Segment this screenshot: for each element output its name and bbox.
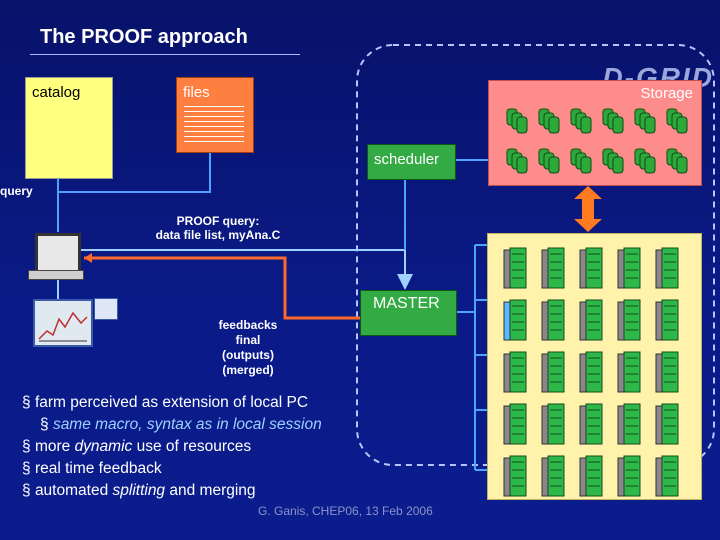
server-icon [503,403,527,445]
disk-stack-icon [570,108,592,134]
disk-stack-icon [666,108,688,134]
title-underline [30,54,300,55]
plot-icon [38,311,88,342]
files-box: files [176,77,254,153]
feedbacks-text: feedbacks [218,318,278,332]
server-icon [503,247,527,289]
slide-footer: G. Ganis, CHEP06, 13 Feb 2006 [258,504,433,518]
server-icon [503,299,527,341]
disk-stack-icon [570,148,592,174]
files-query-line [58,152,211,193]
feedback-arrowhead [84,253,92,263]
feedback-label: feedbacks final (outputs) (merged) [200,318,296,378]
server-icon [579,351,603,393]
slide-title: The PROOF approach [40,26,248,48]
server-icon [655,403,679,445]
disk-stack-icon [506,108,528,134]
server-icon [617,403,641,445]
server-icon [617,299,641,341]
farm-servers [503,247,679,497]
scheduler-label: scheduler [374,151,440,168]
disk-stack-icon [538,108,560,134]
server-icon [579,247,603,289]
bullet-subitem: § same macro, syntax as in local session [40,416,322,433]
laptop-master-line [76,249,413,290]
final-text: final [235,333,261,347]
server-icon [579,455,603,497]
server-icon [579,403,603,445]
storage-label: Storage [640,85,693,102]
server-icon [541,403,565,445]
bullet-item: § real time feedback [22,460,162,477]
server-icon [617,351,641,393]
server-icon [617,455,641,497]
proof-query-line2: data file list, myAna.C [155,228,281,242]
master-label: MASTER [373,295,440,312]
disk-stack-icon [602,148,624,174]
laptop-base-icon [28,270,84,280]
server-icon [655,351,679,393]
merged-text: (merged) [222,363,274,377]
proof-query-label: PROOF query: data file list, myAna.C [138,214,298,242]
server-icon [503,351,527,393]
disk-stack-icon [506,148,528,174]
server-icon [617,247,641,289]
file-list-lines [184,106,244,146]
disk-stack-icon [602,108,624,134]
disk-stack-icon [634,108,656,134]
server-icon [541,299,565,341]
disk-stack-icon [538,148,560,174]
storage-box: Storage [488,80,702,186]
worker-farm [487,233,702,500]
laptop-icon [35,233,81,273]
server-icon [579,299,603,341]
query-label: query [0,184,33,198]
feedback-line [84,256,360,320]
master-box: MASTER [360,290,457,336]
catalog-box: catalog [25,77,113,179]
disk-stack-icon [634,148,656,174]
files-label: files [183,84,210,101]
catalog-label: catalog [32,84,81,101]
storage-farm-arrow [574,186,602,232]
server-icon [655,247,679,289]
server-icon [541,455,565,497]
proof-query-line1: PROOF query: [176,214,260,228]
storage-disks [506,108,688,174]
disk-stack-icon [666,148,688,174]
bullet-list: § farm perceived as extension of local P… [22,392,322,502]
server-icon [655,299,679,341]
bullet-item: § automated splitting and merging [22,482,256,499]
server-icon [541,247,565,289]
histogram-window-icon [33,299,93,347]
outputs-text: (outputs) [222,348,274,362]
server-icon [541,351,565,393]
scheduler-box: scheduler [367,144,456,180]
server-icon [503,455,527,497]
bullet-item: § farm perceived as extension of local P… [22,394,309,411]
small-window-icon [94,298,118,320]
bullet-item: § more dynamic use of resources [22,438,252,455]
server-icon [655,455,679,497]
